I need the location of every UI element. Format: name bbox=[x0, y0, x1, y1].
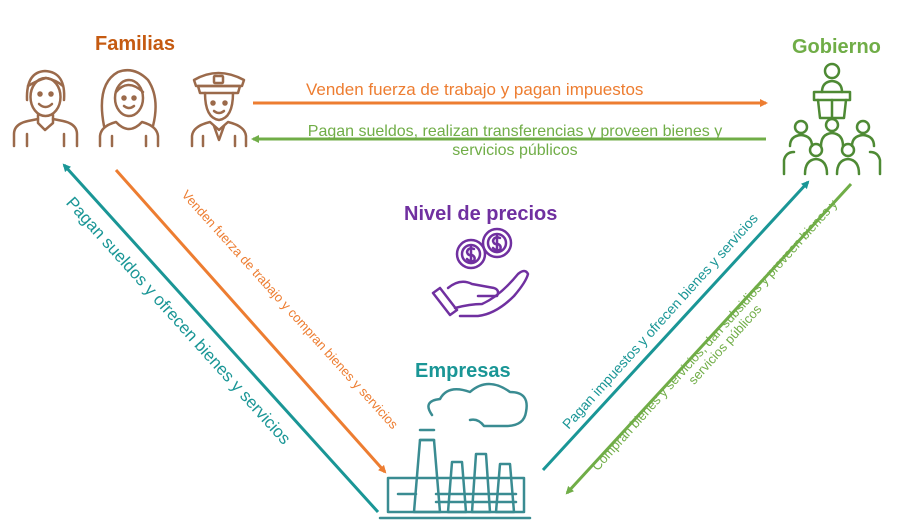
woman-icon bbox=[98, 69, 160, 148]
gobierno-title: Gobierno bbox=[792, 36, 881, 58]
familias-title: Familias bbox=[95, 33, 176, 55]
empresas-title: Empresas bbox=[415, 360, 511, 382]
label-gobierno-to-familias-line1: Pagan sueldos, realizan transferencias y… bbox=[307, 123, 723, 140]
arrow-empresas-to-familias bbox=[62, 163, 380, 514]
arrow-gobierno-to-empresas bbox=[565, 182, 853, 495]
label-familias-to-gobierno: Venden fuerza de trabajo y pagan impuest… bbox=[306, 80, 644, 99]
coins-hand-icon bbox=[431, 227, 530, 318]
police-officer-icon bbox=[190, 71, 248, 148]
label-gobierno-to-familias: Pagan sueldos, realizan transferencias y… bbox=[270, 122, 760, 160]
label-gobierno-to-familias-line2: servicios públicos bbox=[452, 142, 578, 159]
government-speaker-icon bbox=[782, 62, 882, 176]
man-icon bbox=[12, 69, 79, 148]
arrow-familias-to-empresas bbox=[114, 169, 387, 474]
nivel-precios-title: Nivel de precios bbox=[404, 203, 558, 225]
factory-icon bbox=[378, 382, 532, 520]
arrow-empresas-to-gobierno bbox=[541, 180, 810, 472]
